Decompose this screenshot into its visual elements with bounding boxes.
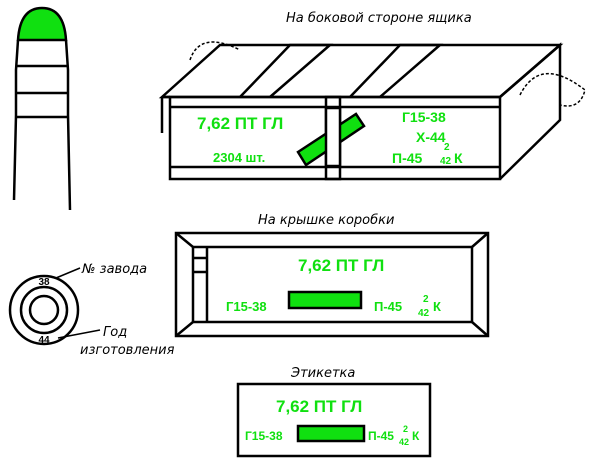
crate-fraction-bottom: 42 bbox=[440, 156, 452, 167]
year-label-2: изготовления bbox=[80, 343, 175, 358]
label-fraction-bottom: 42 bbox=[399, 437, 409, 447]
factory-label: № завода bbox=[81, 262, 147, 277]
crate-caliber-type: 7,62 ПТ ГЛ bbox=[197, 114, 283, 133]
label-title: Этикетка bbox=[290, 366, 355, 381]
crate-powder-lot: П-45 bbox=[392, 150, 423, 166]
crate-drawing bbox=[158, 41, 586, 181]
label-suffix: К bbox=[412, 429, 420, 443]
lid-caliber-type: 7,62 ПТ ГЛ bbox=[298, 256, 384, 275]
box-lid-drawing bbox=[174, 231, 490, 338]
factory-number: 38 bbox=[38, 277, 50, 288]
crate-quantity: 2304 шт. bbox=[213, 150, 265, 165]
year-number: 44 bbox=[38, 335, 50, 346]
lid-fraction-top: 2 bbox=[423, 294, 429, 305]
crate-suffix: К bbox=[454, 150, 463, 166]
crate-powder: Х-44 bbox=[416, 129, 446, 145]
cartridge-base-drawing: 38 44 № завода Год изготовления bbox=[8, 262, 175, 358]
label-drawing bbox=[236, 382, 432, 458]
year-label: Год bbox=[103, 325, 127, 340]
lid-powder-lot: П-45 bbox=[374, 299, 402, 314]
label-powder-lot: П-45 bbox=[368, 429, 394, 443]
lid-green-stripe bbox=[287, 290, 363, 310]
label-fraction-top: 2 bbox=[403, 424, 408, 434]
label-green-stripe bbox=[296, 424, 366, 443]
lid-suffix: К bbox=[433, 299, 441, 314]
lid-lot: Г15-38 bbox=[226, 299, 267, 314]
label-lot: Г15-38 bbox=[245, 429, 283, 443]
crate-lot: Г15-38 bbox=[402, 109, 446, 125]
crate-side-title: На боковой стороне ящика bbox=[286, 11, 472, 26]
box-lid-title: На крышке коробки bbox=[258, 213, 394, 228]
crate-fraction-top: 2 bbox=[444, 142, 450, 153]
lid-fraction-bottom: 42 bbox=[418, 308, 430, 319]
bullet-tip-green bbox=[16, 6, 68, 42]
cartridge-drawing bbox=[12, 6, 72, 211]
label-caliber-type: 7,62 ПТ ГЛ bbox=[276, 397, 362, 416]
